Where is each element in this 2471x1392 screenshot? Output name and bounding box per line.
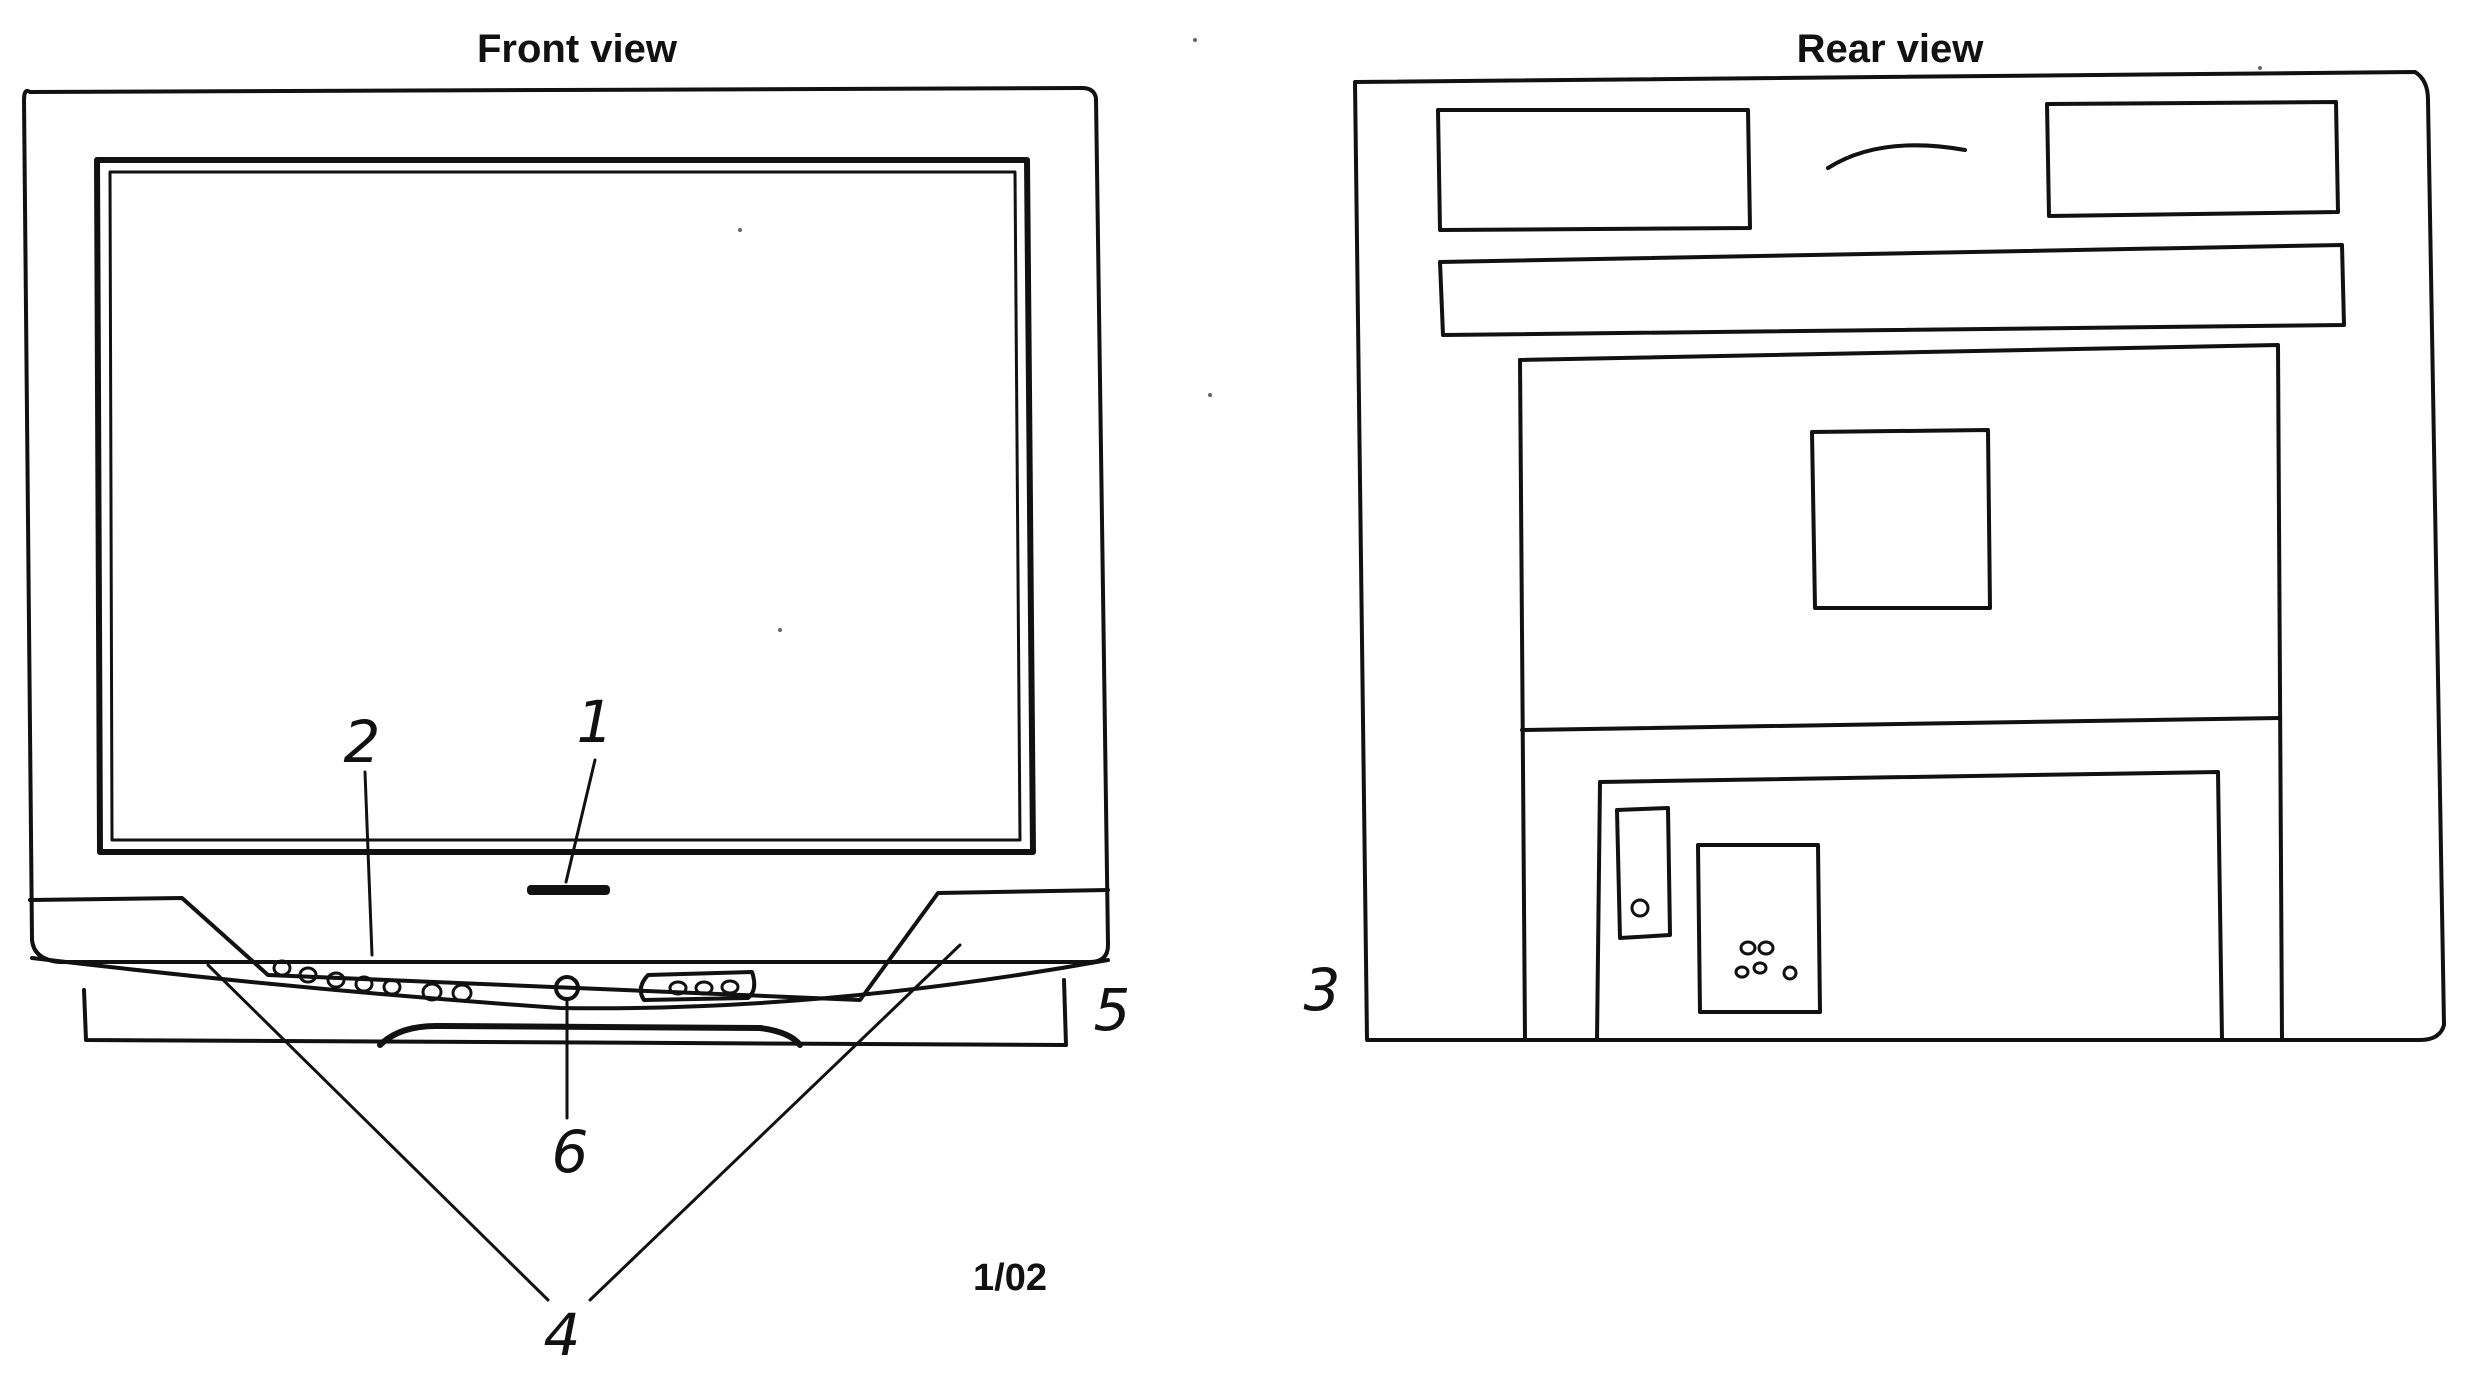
connector-jack — [1782, 965, 1798, 981]
rear-top-vent-left — [1436, 108, 1752, 232]
numeral-6: 6 — [552, 1118, 589, 1186]
control-button — [272, 959, 292, 977]
leader-line-4-left — [206, 963, 550, 1302]
connector-jack — [1752, 961, 1768, 975]
rear-long-vent — [1438, 243, 2346, 337]
rear-label-plate — [1810, 428, 1992, 610]
rear-connector-jacks — [1734, 940, 1798, 981]
control-button — [298, 966, 318, 984]
numeral-1: 1 — [577, 688, 614, 756]
front-lower-bezel — [28, 888, 1110, 1002]
front-indicator-slot — [527, 885, 610, 895]
rear-view-title: Rear view — [1797, 27, 1985, 71]
front-screen — [108, 170, 1022, 842]
front-control-buttons — [272, 959, 473, 1003]
rear-top-vent-right — [2045, 100, 2340, 218]
speck — [1208, 393, 1212, 397]
front-screen-bezel-outer — [94, 157, 1036, 855]
numeral-2: 2 — [344, 708, 381, 776]
rear-view: Rear view 3 — [1304, 27, 2446, 1042]
rear-connector-panel — [1595, 770, 2224, 1042]
control-button — [382, 978, 402, 996]
front-view: Front view — [22, 27, 1131, 1369]
rear-connector-block — [1696, 843, 1822, 1014]
rear-handle-recess — [1826, 143, 1967, 170]
speck — [778, 628, 782, 632]
speck — [738, 228, 742, 232]
leader-line-2 — [363, 770, 374, 957]
rear-body-left — [1518, 358, 1527, 1042]
connector-jack — [1739, 940, 1757, 956]
control-strip-frame — [638, 970, 757, 1002]
control-button — [421, 982, 443, 1002]
rear-connector-jack — [1630, 898, 1650, 918]
control-button — [668, 980, 688, 996]
connector-jack — [1734, 965, 1750, 979]
rear-cabinet-outline — [1353, 70, 2446, 1042]
speck — [2258, 66, 2262, 70]
rear-connector-slot — [1615, 806, 1672, 940]
speck — [1193, 38, 1197, 42]
leader-line-4-right — [588, 943, 962, 1302]
front-control-strip — [638, 970, 757, 1002]
front-view-title: Front view — [477, 27, 678, 71]
sheet-number: 1/02 — [973, 1257, 1047, 1299]
control-button — [451, 983, 473, 1003]
front-base-recess — [377, 1022, 803, 1048]
control-button — [694, 980, 714, 996]
front-base-stand — [82, 978, 1068, 1047]
front-monitor-housing — [22, 86, 1110, 964]
front-bottom-edge — [30, 956, 1110, 1011]
rear-body-divider — [1520, 716, 2282, 732]
rear-body-top-right — [1518, 343, 2284, 1042]
control-button — [354, 975, 374, 993]
leader-line-1 — [564, 758, 597, 884]
control-button — [326, 971, 346, 989]
control-button — [720, 979, 740, 995]
connector-jack — [1757, 940, 1775, 956]
numeral-3: 3 — [1304, 956, 1341, 1024]
numeral-4: 4 — [544, 1301, 581, 1369]
numeral-5: 5 — [1094, 976, 1131, 1044]
scan-specks — [738, 38, 2262, 632]
